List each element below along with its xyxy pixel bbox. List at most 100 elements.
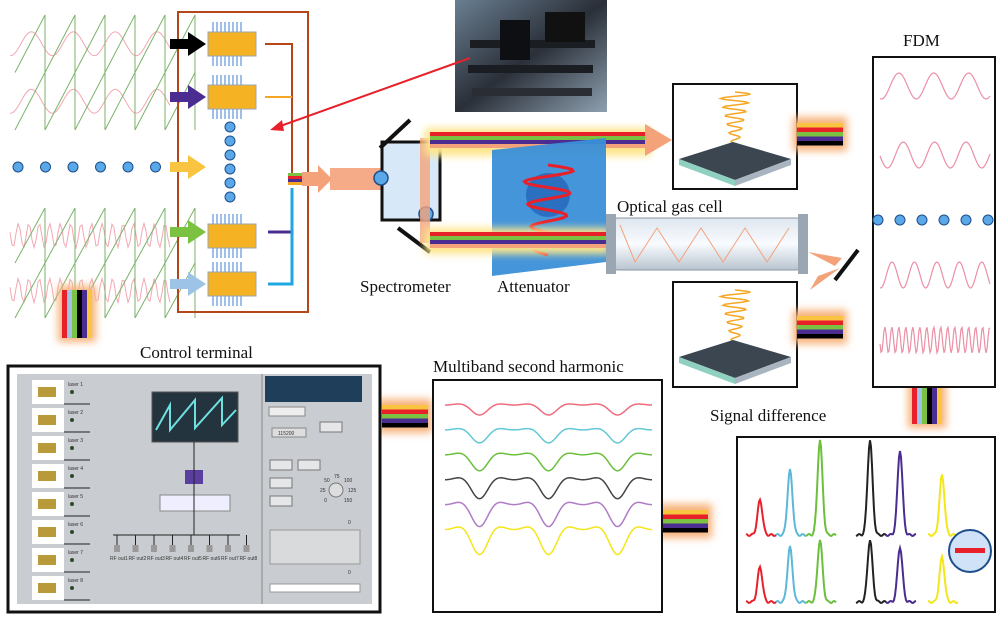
band-stripe <box>382 409 428 414</box>
dot <box>67 161 79 173</box>
dot <box>150 161 161 173</box>
fdm-wave <box>879 324 991 356</box>
wire <box>113 442 240 536</box>
laser-chip <box>207 75 257 119</box>
chip-body <box>207 271 257 297</box>
dot <box>938 214 950 226</box>
sawtooth-signal <box>14 14 196 73</box>
attenuator-lens <box>526 173 570 217</box>
laser-label: laser 1 <box>68 382 83 388</box>
dot <box>12 161 24 173</box>
peak-3 <box>855 440 887 538</box>
count-1: 0 <box>348 520 351 526</box>
band-stripe <box>797 325 843 330</box>
rf-output-label: RF out3 <box>147 556 165 562</box>
rf-output-label: RF out1 <box>110 556 128 562</box>
second-harmonic-curves <box>444 403 653 556</box>
rf-connector <box>206 545 213 552</box>
knob-tick: 125 <box>348 488 357 494</box>
laser-icon <box>38 583 56 593</box>
rf-connector <box>169 545 176 552</box>
optical-gas-cell-label: Optical gas cell <box>617 197 723 216</box>
laser-indicator <box>70 530 74 534</box>
chip-body <box>207 31 257 57</box>
panel-button[interactable] <box>269 477 293 489</box>
laser-label: laser 5 <box>68 494 83 500</box>
peak-5 <box>927 552 959 604</box>
baud-select[interactable] <box>271 427 307 438</box>
detector-layer <box>679 159 735 186</box>
band-stripe <box>662 514 708 519</box>
knob-tick: 100 <box>344 478 353 484</box>
incident-light <box>717 289 751 346</box>
sine-signal <box>9 276 171 305</box>
band-stripe <box>797 141 843 146</box>
receive-textarea[interactable] <box>269 529 361 565</box>
laser-indicator <box>70 418 74 422</box>
band-stripe <box>927 376 932 424</box>
laser-label: laser 4 <box>68 466 83 472</box>
dot <box>224 191 236 203</box>
lower-beam <box>425 226 626 256</box>
band-stripe <box>797 136 843 141</box>
laser-label: laser 8 <box>68 578 83 584</box>
arrow-to-mirror <box>808 252 842 266</box>
laser-indicator <box>70 502 74 506</box>
dot <box>122 161 134 173</box>
lockin-display <box>159 494 231 512</box>
rf-output-label: RF out4 <box>166 556 184 562</box>
detector-layer <box>679 357 735 384</box>
sine-signal <box>9 31 171 57</box>
band-stripe <box>797 123 843 128</box>
send-input[interactable] <box>269 583 361 593</box>
laser-icon <box>38 527 56 537</box>
return-mirror <box>833 248 860 282</box>
fdm-label: FDM <box>903 31 940 50</box>
peak-1 <box>775 545 807 604</box>
rf-connector <box>132 545 139 552</box>
peak-2 <box>805 539 837 605</box>
laser-indicator <box>70 558 74 562</box>
knob-tick: 0 <box>324 498 327 504</box>
panel-button[interactable] <box>297 459 321 471</box>
band-stripe <box>797 127 843 132</box>
chip-body <box>207 223 257 249</box>
sine-signal <box>9 221 171 250</box>
knob-tick: 75 <box>334 474 340 480</box>
multiband-panel <box>432 379 663 613</box>
band-stripe <box>382 423 428 428</box>
panel-button[interactable] <box>319 421 343 433</box>
band-stripe <box>917 376 922 424</box>
laser-icon <box>38 415 56 425</box>
laser-icon <box>38 555 56 565</box>
dot <box>224 163 236 175</box>
beam-splitter-1 <box>373 170 389 186</box>
detector-layer <box>735 159 791 186</box>
laser-chip <box>207 214 257 258</box>
laser-label: laser 3 <box>68 438 83 444</box>
dot <box>960 214 972 226</box>
band-stripe <box>382 414 428 419</box>
port-select[interactable] <box>268 406 306 417</box>
spectrometer-label: Spectrometer <box>360 277 451 296</box>
rf-connector <box>225 545 231 552</box>
panel-button[interactable] <box>269 459 293 471</box>
rf-output-label: RF out8 <box>240 556 258 562</box>
panel-button[interactable] <box>269 495 293 507</box>
band-stripe <box>67 290 72 338</box>
peak-0 <box>745 563 777 605</box>
band-stripe <box>72 290 77 338</box>
harmonic-curve <box>444 427 653 444</box>
gas-cell-cap-right <box>798 214 808 274</box>
laser-chips <box>207 22 257 306</box>
band-arrows <box>58 117 946 538</box>
current-knob[interactable] <box>328 482 344 498</box>
multiband-label: Multiband second harmonic <box>433 357 624 376</box>
dot <box>224 177 236 189</box>
beam-vertical <box>420 138 430 243</box>
peak-1 <box>775 468 807 537</box>
dot <box>894 214 906 226</box>
optical-gas-cell-tube <box>611 217 803 271</box>
ellipsis-dots-horizontal <box>12 161 161 173</box>
mirror-bottom <box>396 226 432 254</box>
